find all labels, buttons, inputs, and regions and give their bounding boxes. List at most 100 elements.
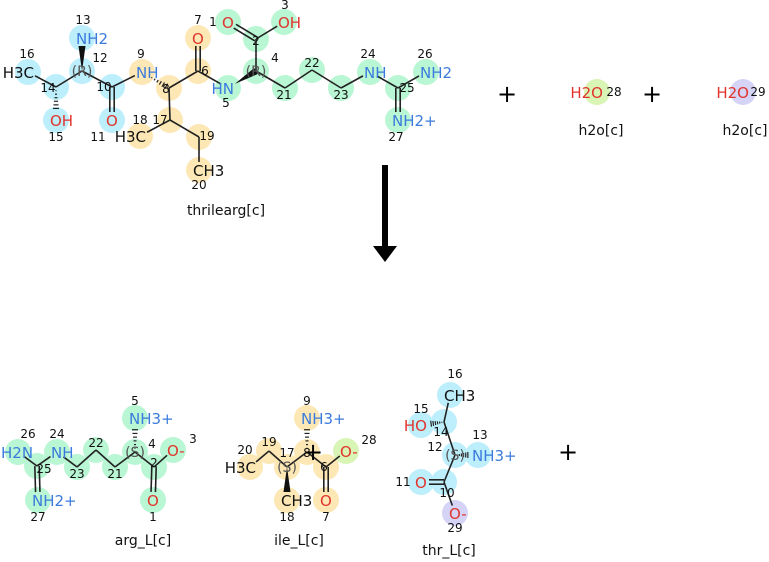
atom-11: O11 bbox=[90, 112, 117, 144]
species-thrilearg-c-: H3C1614OH15(R)12NH21310O11NH98O7617H3C18… bbox=[3, 0, 452, 219]
atom-3: OH3 bbox=[278, 0, 301, 32]
atom-label: H3C bbox=[225, 459, 256, 477]
atom-number: 25 bbox=[399, 81, 414, 95]
atom-label: NH bbox=[51, 444, 74, 462]
atom-label: NH2 bbox=[420, 64, 452, 82]
atom-14: 14 bbox=[40, 81, 55, 95]
atom-number: 15 bbox=[413, 402, 428, 416]
atom-number: 18 bbox=[132, 113, 147, 127]
species-name: thr_L[c] bbox=[422, 543, 476, 559]
bond bbox=[311, 69, 342, 89]
atom-4: (S)4 bbox=[125, 437, 156, 461]
bond bbox=[376, 75, 399, 89]
atom-9: NH3+9 bbox=[301, 394, 346, 428]
atom-number: 21 bbox=[276, 88, 291, 102]
atom-number: 11 bbox=[395, 475, 410, 489]
atom-number: 10 bbox=[96, 80, 111, 94]
atom-21: 21 bbox=[276, 88, 291, 102]
atom-number: 27 bbox=[388, 130, 403, 144]
atom-label: NH3+ bbox=[129, 410, 174, 428]
bond bbox=[78, 46, 86, 71]
atom-number: 29 bbox=[447, 521, 462, 535]
atom-number: 16 bbox=[447, 367, 462, 381]
atom-highlight bbox=[127, 123, 153, 149]
atom-highlight bbox=[357, 59, 383, 85]
bond bbox=[340, 75, 364, 89]
atom-25: 25 bbox=[36, 462, 51, 476]
atom-number: 19 bbox=[199, 129, 214, 143]
atom-number: 22 bbox=[88, 436, 103, 450]
atom-label: O- bbox=[167, 442, 185, 460]
atom-number: 6 bbox=[201, 64, 209, 78]
species-name: h2o[c] bbox=[579, 123, 624, 139]
atom-label: O bbox=[222, 14, 234, 32]
atom-highlight bbox=[122, 405, 148, 431]
atom-number: 16 bbox=[19, 47, 34, 61]
atom-label: CH3 bbox=[444, 387, 475, 405]
atom-highlight bbox=[271, 9, 297, 35]
atom-highlight bbox=[333, 438, 359, 464]
bond bbox=[443, 421, 456, 456]
stereo-label: (S) bbox=[125, 445, 145, 461]
stereo-label: (S) bbox=[277, 460, 297, 476]
bond bbox=[55, 70, 83, 88]
bond bbox=[233, 23, 258, 42]
atom-label: H2O bbox=[570, 84, 603, 102]
bond bbox=[95, 449, 116, 468]
bond bbox=[150, 466, 157, 493]
atom-highlight bbox=[15, 59, 41, 85]
bond bbox=[81, 70, 113, 88]
atom-highlight bbox=[43, 107, 69, 133]
atom-7: O7 bbox=[192, 13, 204, 48]
bond bbox=[76, 449, 97, 468]
atom-label: O bbox=[415, 474, 427, 492]
atom-29: O-29 bbox=[447, 505, 466, 535]
bond bbox=[255, 450, 270, 463]
atom-2: 2 bbox=[252, 34, 260, 48]
bond bbox=[197, 70, 222, 85]
bond bbox=[443, 402, 450, 423]
atom-number: 28 bbox=[606, 85, 621, 99]
atom-number: 26 bbox=[20, 427, 35, 441]
atom-6: 6 bbox=[201, 64, 209, 78]
atom-highlight bbox=[274, 487, 300, 513]
atom-number: 11 bbox=[90, 130, 105, 144]
bond bbox=[109, 87, 115, 112]
atom-label: NH bbox=[136, 64, 159, 82]
atom-number: 7 bbox=[322, 510, 330, 524]
atom-number: 9 bbox=[137, 47, 145, 61]
atom-highlight bbox=[185, 25, 211, 51]
atom-number: 12 bbox=[427, 440, 442, 454]
plus-sign: + bbox=[558, 438, 578, 466]
bond bbox=[268, 450, 288, 468]
bond bbox=[325, 455, 341, 468]
atom-number: 8 bbox=[162, 82, 170, 96]
atom-number: 2 bbox=[252, 34, 260, 48]
atom-1: O1 bbox=[147, 492, 159, 524]
reaction-arrow-icon bbox=[373, 165, 397, 262]
atom-label: H3C bbox=[115, 128, 146, 146]
atom-label: O bbox=[192, 30, 204, 48]
atom-highlight bbox=[730, 79, 756, 105]
atom-10: 10 bbox=[96, 80, 111, 94]
atom-highlight bbox=[408, 412, 434, 438]
stereo-label: (R) bbox=[72, 64, 93, 80]
atom-22: 22 bbox=[88, 436, 103, 450]
atom-number: 10 bbox=[439, 486, 454, 500]
species-name: thrilearg[c] bbox=[187, 203, 265, 219]
atom-4: (R)4 bbox=[246, 51, 279, 80]
atom-number: 8 bbox=[303, 446, 311, 460]
atom-highlight bbox=[69, 25, 95, 51]
atom-label: HO bbox=[404, 417, 427, 435]
atom-9: NH 9 bbox=[136, 47, 159, 82]
atom-number: 14 bbox=[433, 425, 448, 439]
